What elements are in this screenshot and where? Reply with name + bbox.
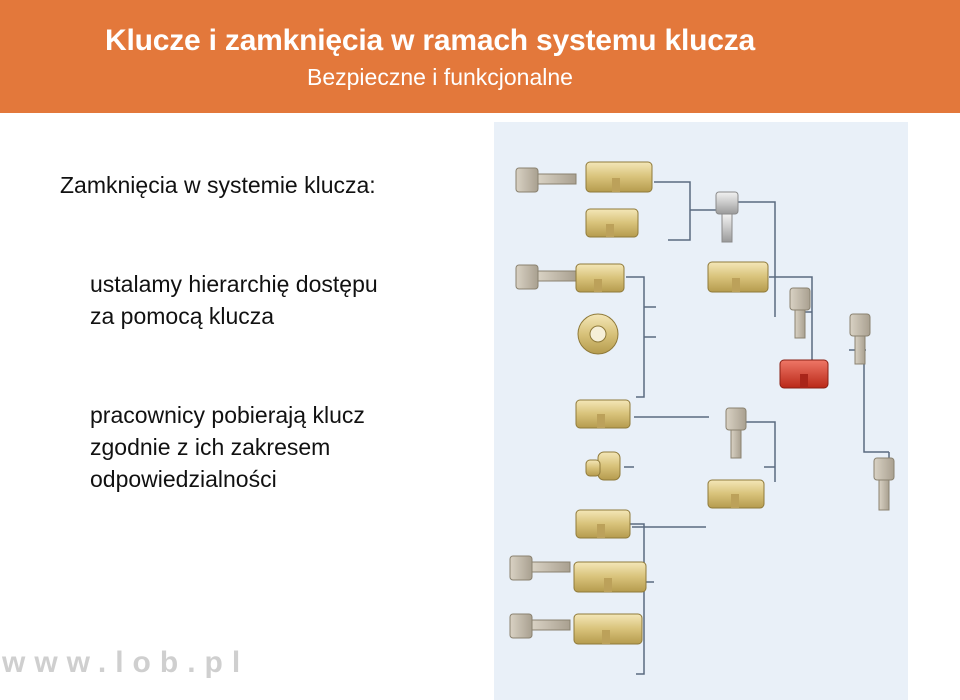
slide-subtitle: Bezpieczne i funkcjonalne (307, 64, 573, 90)
cylinder-8 (573, 561, 647, 593)
cylinder-1 (585, 161, 653, 193)
key-master-1 (789, 287, 811, 339)
slide-title: Klucze i zamknięcia w ramach systemu klu… (105, 24, 756, 57)
key-top-left (515, 167, 577, 193)
paragraph-access-hierarchy: ustalamy hierarchię dostępu za pomocą kl… (90, 268, 378, 332)
master-key-system-diagram (494, 122, 908, 700)
paragraph-line: odpowiedzialności (90, 466, 277, 492)
key-master-4 (873, 457, 895, 511)
cylinder-3 (575, 263, 625, 293)
half-cylinder (585, 451, 621, 481)
cylinder-5 (575, 399, 631, 429)
paragraph-employees-keys: pracownicy pobierają klucz zgodnie z ich… (90, 399, 365, 495)
cylinder-6 (707, 479, 765, 509)
key-master-2 (849, 313, 871, 365)
diagram-background (494, 122, 908, 700)
paragraph-line: zgodnie z ich zakresem (90, 434, 331, 460)
key-master-3 (725, 407, 747, 459)
connector-lines (619, 181, 890, 675)
paragraph-line: pracownicy pobierają klucz (90, 402, 365, 428)
key-grand-master (715, 191, 739, 243)
cylinder-red (779, 359, 829, 389)
paragraph-line: za pomocą klucza (90, 303, 275, 329)
cylinder-9 (573, 613, 643, 645)
paragraph-line: ustalamy hierarchię dostępu (90, 271, 378, 297)
key-bottom-left-2 (509, 613, 571, 639)
cylinder-2 (585, 208, 639, 238)
round-lock (577, 313, 619, 355)
watermark-url: www.lob.pl (2, 646, 250, 679)
key-bottom-left-1 (509, 555, 571, 581)
cylinder-7 (575, 509, 631, 539)
header-bar: Klucze i zamknięcia w ramach systemu klu… (0, 0, 960, 113)
cylinder-4 (707, 261, 769, 293)
section-heading: Zamknięcia w systemie klucza: (60, 172, 376, 198)
